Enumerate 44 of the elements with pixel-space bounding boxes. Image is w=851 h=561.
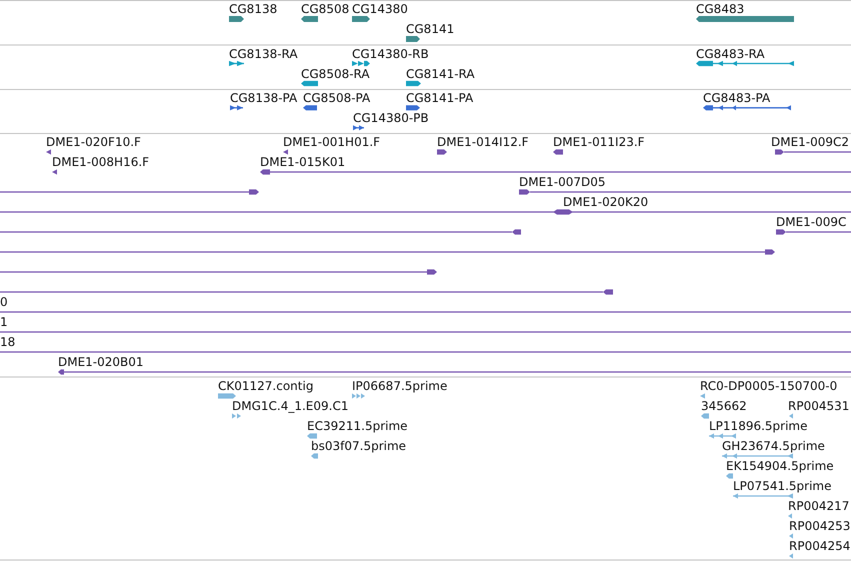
feature-label: DME1-009C2: [771, 135, 850, 149]
feature-label: CG8141-PA: [406, 90, 474, 105]
feature-label: RP004254: [789, 539, 850, 553]
feature-label: CG8508: [301, 2, 350, 16]
feature-label: DME1-009C: [776, 215, 846, 229]
feature-label: DME1-020F10.F: [46, 135, 141, 149]
feature-label: CG8508-RA: [301, 66, 370, 80]
feature-label: DMG1C.4_1.E09.C1: [232, 399, 348, 413]
feature-label: CG8141: [406, 22, 454, 36]
feature-label: DME1-001H01.F: [283, 135, 380, 149]
feature-label: bs03f07.5prime: [311, 439, 406, 453]
feature-label: CG8138-PA: [230, 90, 298, 105]
feature-label: RC0-DP0005-150700-0: [700, 379, 838, 393]
feature-label: EC39211.5prime: [307, 419, 408, 433]
feature-label: EK154904.5prime: [726, 459, 834, 473]
feature-label: DME1-020K20: [563, 195, 648, 209]
feature-label: CG14380-PB: [353, 110, 429, 125]
feature-label: IP06687.5prime: [352, 379, 448, 393]
feature-label: CG14380-RB: [352, 46, 429, 60]
feature-label: CG8138-RA: [229, 46, 298, 60]
feature-label: 1: [0, 315, 8, 329]
feature-label: 0: [0, 295, 8, 309]
feature-label: DME1-015K01: [260, 155, 346, 169]
feature-label: DME1-007D05: [519, 175, 606, 189]
feature-label: 345662: [701, 399, 747, 413]
feature-label: CG14380: [352, 2, 408, 16]
feature-label: CK01127.contig: [218, 379, 314, 393]
feature-label: CG8483-PA: [703, 90, 770, 105]
feature-label: RP004217: [788, 499, 850, 513]
feature-label: DME1-020B01: [58, 355, 144, 369]
feature-label: LP11896.5prime: [709, 419, 808, 433]
feature-label: DME1-008H16.F: [52, 155, 150, 169]
feature-label: CG8508-PA: [303, 90, 370, 105]
feature-label: DME1-011I23.F: [553, 135, 645, 149]
feature-label: RP004531: [788, 399, 850, 413]
feature-label: 18: [0, 335, 16, 349]
feature-label: CG8138: [229, 2, 278, 16]
feature-label: GH23674.5prime: [722, 439, 825, 453]
feature-label: CG8483: [696, 2, 744, 16]
feature-label: DME1-014I12.F: [437, 135, 529, 149]
feature-label: RP004253: [789, 519, 850, 533]
feature-label: CG8483-RA: [696, 46, 765, 60]
feature-label: LP07541.5prime: [733, 479, 832, 493]
feature-label: CG8141-RA: [406, 66, 475, 80]
